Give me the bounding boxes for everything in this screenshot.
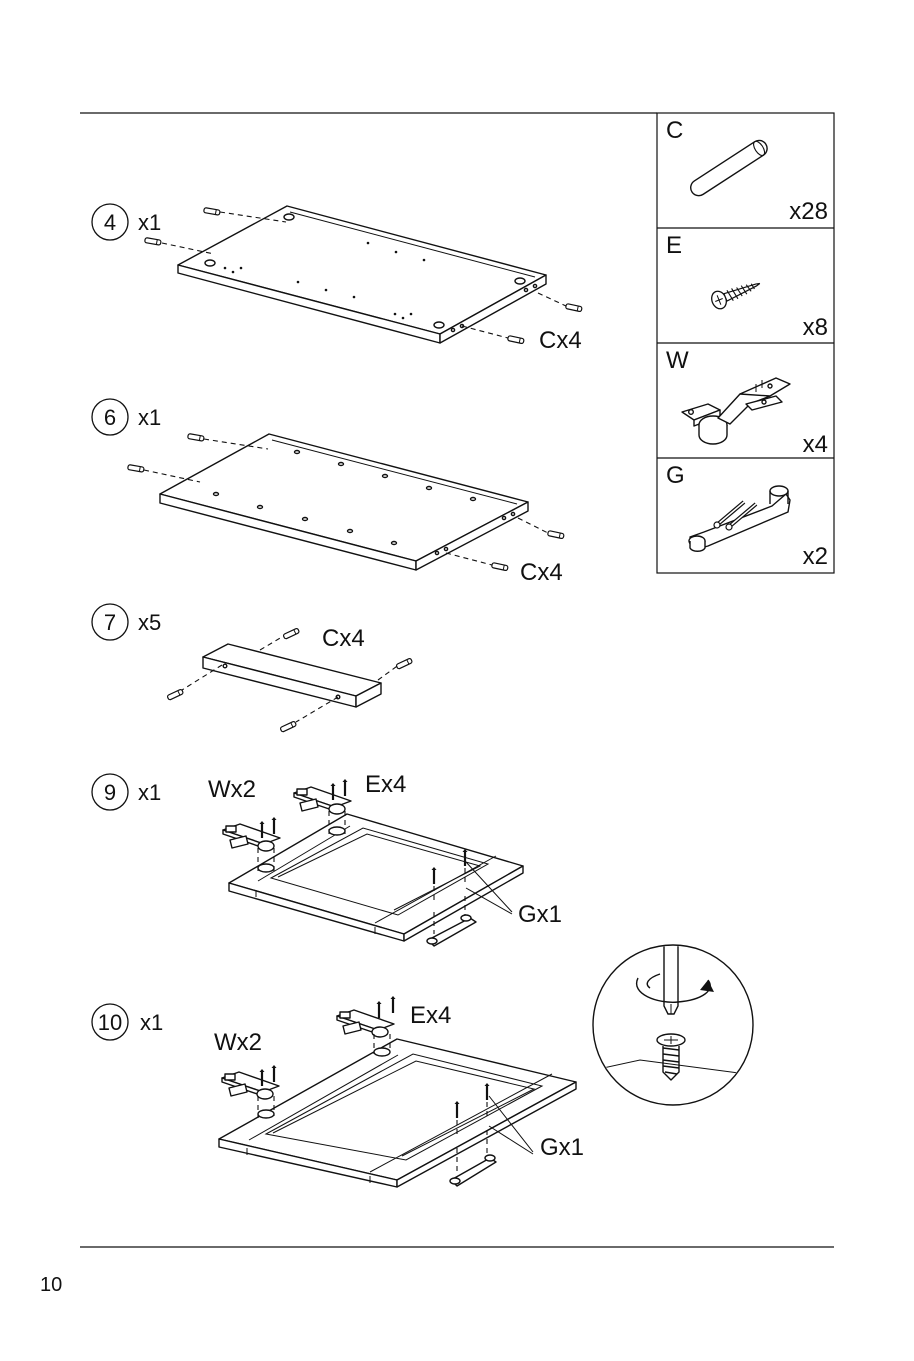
step-number: 6 bbox=[104, 405, 116, 430]
hinge-icon bbox=[682, 378, 790, 444]
step-number: 4 bbox=[104, 210, 116, 235]
step-7: 7 x5 Cx4 bbox=[92, 604, 413, 732]
part-callout: Gx1 bbox=[518, 901, 562, 928]
part-callout: Ex4 bbox=[365, 771, 406, 798]
part-callout: Wx2 bbox=[208, 776, 256, 803]
step-6: 6 x1 Cx4 bbox=[92, 399, 564, 586]
step-number: 9 bbox=[104, 780, 116, 805]
screwdriver-detail bbox=[593, 944, 754, 1105]
step-number: 7 bbox=[104, 610, 116, 635]
part-qty: x4 bbox=[803, 431, 828, 458]
part-callout: Cx4 bbox=[322, 625, 365, 652]
part-callout: Ex4 bbox=[410, 1002, 451, 1029]
step-qty: x1 bbox=[138, 780, 161, 805]
part-qty: x28 bbox=[789, 198, 828, 225]
step-qty: x5 bbox=[138, 610, 161, 635]
part-qty: x2 bbox=[803, 543, 828, 570]
part-callout: Gx1 bbox=[540, 1134, 584, 1161]
shelf-panel-6 bbox=[160, 434, 528, 570]
part-callout: Cx4 bbox=[520, 559, 563, 586]
handle-icon bbox=[689, 486, 790, 551]
dowel-icon bbox=[688, 137, 771, 198]
hinge-icon bbox=[222, 1072, 279, 1099]
step-number: 10 bbox=[98, 1010, 122, 1035]
hinge-icon bbox=[223, 824, 280, 851]
part-c-cell: C x28 bbox=[666, 117, 828, 225]
part-letter: W bbox=[666, 347, 689, 374]
page-number: 10 bbox=[40, 1274, 62, 1296]
rail-piece-7 bbox=[203, 644, 381, 707]
hinge-icon bbox=[294, 787, 351, 814]
part-g-cell: G x2 bbox=[666, 462, 828, 570]
parts-list: C x28 E x8 W x4 bbox=[657, 113, 834, 573]
hinge-icon bbox=[337, 1010, 394, 1037]
screw-icon bbox=[709, 275, 763, 311]
step-4: 4 x1 Cx4 bbox=[92, 204, 582, 354]
step-qty: x1 bbox=[138, 405, 161, 430]
step-10: 10 x1 bbox=[92, 996, 584, 1187]
step-9: 9 x1 bbox=[92, 771, 562, 946]
shelf-panel-4 bbox=[178, 206, 546, 343]
part-w-cell: W x4 bbox=[666, 347, 828, 458]
part-callout: Wx2 bbox=[214, 1029, 262, 1056]
part-callout: Cx4 bbox=[539, 327, 582, 354]
part-letter: G bbox=[666, 462, 685, 489]
step-qty: x1 bbox=[140, 1010, 163, 1035]
part-e-cell: E x8 bbox=[666, 232, 828, 341]
step-qty: x1 bbox=[138, 210, 161, 235]
part-letter: E bbox=[666, 232, 682, 259]
part-qty: x8 bbox=[803, 314, 828, 341]
part-letter: C bbox=[666, 117, 683, 144]
